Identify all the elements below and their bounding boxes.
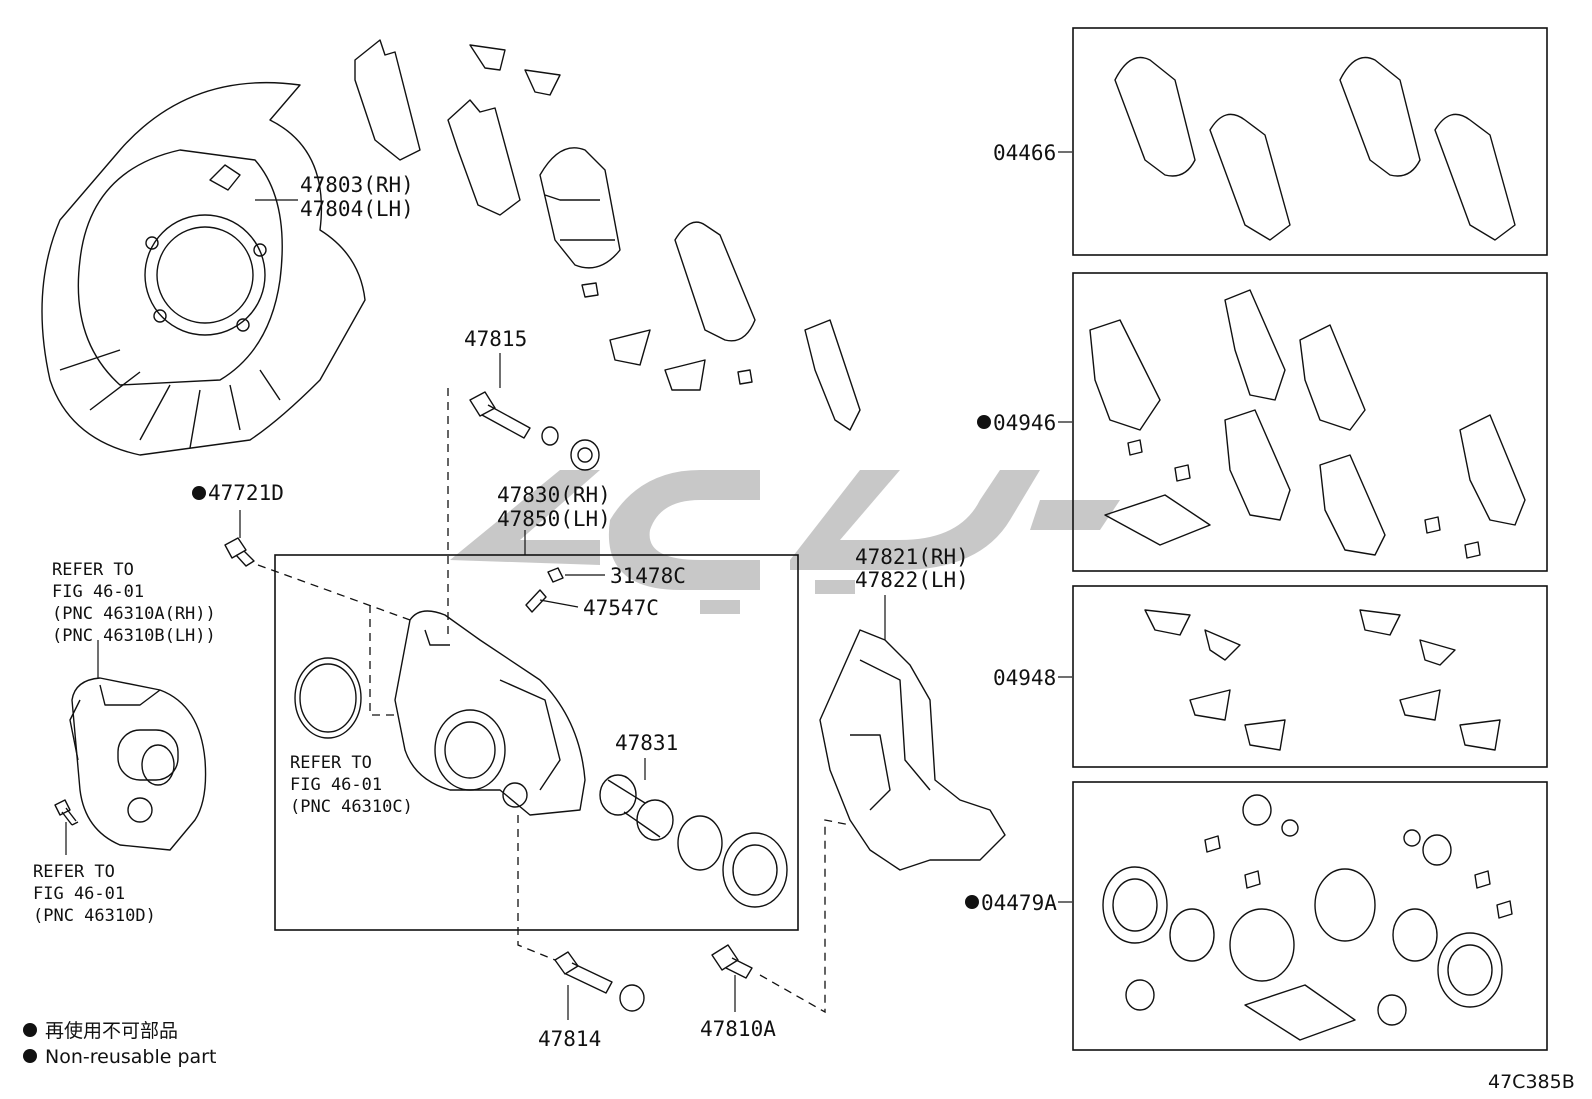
refer-bleeder-line3: (PNC 46310D) [33, 906, 156, 926]
refer-bleeder-line2: FIG 46-01 [33, 884, 125, 904]
legend: 再使用不可部品 Non-reusable part [23, 1020, 216, 1068]
kit-frame-04466 [1072, 27, 1548, 256]
bleeder-screw-small [54, 799, 79, 826]
label-31478C: 31478C [610, 564, 686, 588]
mounting-bracket [819, 629, 1006, 871]
leader-lines [65, 151, 1072, 1020]
refer-caliper-line4: (PNC 46310B(LH)) [52, 626, 216, 646]
nonreusable-dot-04946 [977, 415, 991, 429]
refer-caliper-line2: FIG 46-01 [52, 582, 144, 602]
kit-frame-04479A [1072, 781, 1548, 1051]
label-shield-rh: 47803(RH) [300, 173, 414, 197]
legend-text-jp: 再使用不可部品 [45, 1020, 178, 1042]
bolt-47721D [224, 537, 255, 567]
figure-code: 47C385B [1488, 1071, 1575, 1093]
label-bolt-47721D: 47721D [208, 481, 284, 505]
label-caliper-rh: 47830(RH) [497, 483, 611, 507]
refer-seal-line2: FIG 46-01 [290, 775, 382, 795]
caliper-assembly-left [69, 677, 207, 851]
refer-caliper-line3: (PNC 46310A(RH)) [52, 604, 216, 624]
label-mounting-lh: 47822(LH) [855, 568, 969, 592]
refer-bleeder-line1: REFER TO [33, 862, 115, 882]
kit-springs-drawing [1144, 609, 1501, 751]
bleeder-47547C [525, 567, 564, 613]
refer-caliper-line1: REFER TO [52, 560, 134, 580]
kit-pads-drawing [1114, 56, 1516, 241]
label-bolt-47810A: 47810A [700, 1017, 776, 1041]
legend-dot-jp [23, 1023, 37, 1037]
labels: 47803(RH) 47804(LH) 47815 47721D 47830(R… [33, 141, 1057, 1051]
label-kit-04479A: 04479A [981, 891, 1057, 915]
kit-cylinder-drawing [1102, 794, 1513, 1041]
bolt-47810A [711, 944, 753, 979]
seal-ring-refer [294, 657, 362, 739]
refer-seal-line3: (PNC 46310C) [290, 797, 413, 817]
slide-pin-47815 [469, 391, 600, 471]
label-shield-lh: 47804(LH) [300, 197, 414, 221]
refer-seal-line1: REFER TO [290, 753, 372, 773]
nonreusable-dot-04479A [965, 895, 979, 909]
nonreusable-dot-47721D [192, 486, 206, 500]
caliper-group-frame [274, 554, 799, 931]
label-kit-04466: 04466 [993, 141, 1056, 165]
dust-shield [41, 81, 366, 456]
label-kit-04946: 04946 [993, 411, 1056, 435]
watermark-logo [450, 470, 1120, 614]
kit-frame-04948 [1072, 585, 1548, 768]
kit-frame-04946 [1072, 272, 1548, 572]
kit-shims-drawing [1089, 289, 1526, 559]
legend-text-en: Non-reusable part [45, 1046, 216, 1068]
caliper-body [394, 610, 586, 816]
label-pin-47814: 47814 [538, 1027, 601, 1051]
legend-dot-en [23, 1049, 37, 1063]
label-mounting-rh: 47821(RH) [855, 545, 969, 569]
piston-47831 [599, 774, 788, 908]
label-pin-47815: 47815 [464, 327, 527, 351]
label-47547C: 47547C [583, 596, 659, 620]
label-piston-47831: 47831 [615, 731, 678, 755]
brake-pads-center [354, 39, 861, 431]
label-caliper-lh: 47850(LH) [497, 507, 611, 531]
slide-pin-47814 [554, 951, 645, 1012]
label-kit-04948: 04948 [993, 666, 1056, 690]
